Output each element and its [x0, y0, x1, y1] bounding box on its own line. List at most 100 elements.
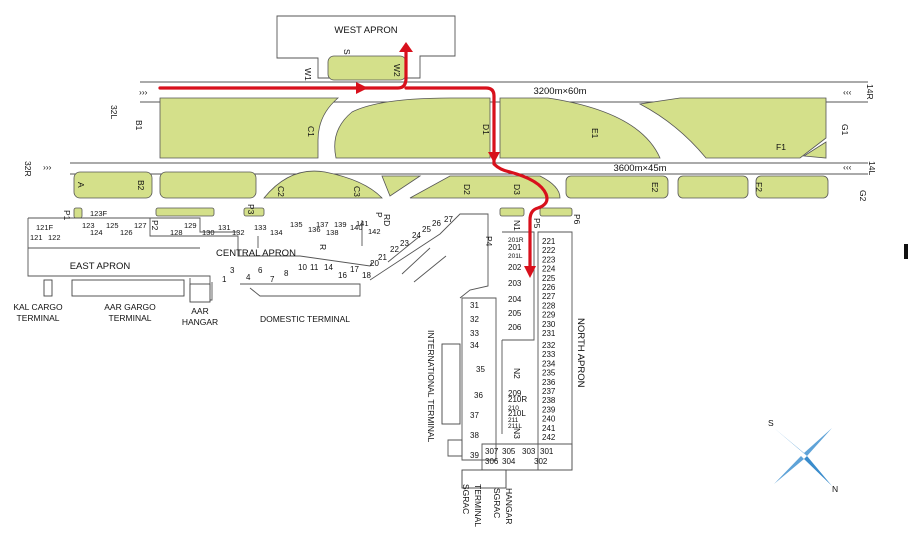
- stand-label: 25: [422, 225, 431, 234]
- taxiway-w2-label: W2: [392, 64, 402, 77]
- stand-label: 139: [334, 220, 347, 229]
- stand-label: 238: [542, 396, 556, 405]
- terminal-buildings: KAL CARGO TERMINAL AAR GARGO TERMINAL AA…: [13, 279, 514, 527]
- stand-label: 6: [258, 266, 263, 275]
- stand-label: 131: [218, 223, 231, 232]
- stand-label: 301: [540, 447, 554, 456]
- stand-label: 26: [432, 219, 441, 228]
- stand-label: 1: [222, 275, 227, 284]
- taxiway-n1-label: N1: [512, 220, 522, 231]
- taxiway-b2-label: B2: [136, 180, 146, 191]
- taxiway-s-label: S: [342, 49, 352, 55]
- stand-label: 138: [326, 228, 339, 237]
- stand-label: 227: [542, 292, 556, 301]
- domestic-terminal-label: DOMESTIC TERMINAL: [260, 314, 350, 324]
- compass-south-label: S: [768, 418, 774, 428]
- west-apron-label: WEST APRON: [334, 25, 397, 36]
- stand-label: 14: [324, 263, 333, 272]
- infield-grass: [159, 97, 827, 159]
- stand-label: 23: [400, 239, 409, 248]
- aar-cargo-label-1: AAR GARGO: [104, 302, 156, 312]
- stand-label: 305: [502, 447, 516, 456]
- stand-label: 22: [390, 245, 399, 254]
- stand-label: 122: [48, 233, 61, 242]
- runway-lower-dimensions: 3600m×45m: [613, 163, 666, 174]
- stand-label: 241: [542, 424, 556, 433]
- stand-label: 209: [508, 389, 522, 398]
- taxiway-f2-label: F2: [754, 182, 764, 192]
- stand-label: 39: [470, 451, 479, 460]
- stand-label: 128: [170, 228, 183, 237]
- stand-label: 16: [338, 271, 347, 280]
- stand-label: 234: [542, 359, 556, 368]
- stand-label: 224: [542, 265, 556, 274]
- stand-label: 306: [485, 457, 499, 466]
- taxiway-p-label: P: [374, 212, 384, 218]
- sgrac-terminal-label-1: SGRAC: [461, 484, 471, 514]
- stand-label: 17: [350, 265, 359, 274]
- taxiway-w1-label: W1: [303, 68, 313, 81]
- stand-label: 223: [542, 255, 556, 264]
- stand-label: 210L: [508, 409, 526, 418]
- taxiway-f1-label: F1: [776, 142, 786, 152]
- stand-label: 134: [270, 228, 283, 237]
- taxiway-d1-label: D1: [481, 124, 491, 135]
- stand-label: 142: [368, 227, 381, 236]
- stand-label: 126: [120, 228, 133, 237]
- stand-label: 229: [542, 311, 556, 320]
- stand-label: 211: [508, 417, 519, 424]
- stand-label: 32: [470, 315, 479, 324]
- aar-hangar-label-2: HANGAR: [182, 317, 218, 327]
- stand-label: 129: [184, 221, 197, 230]
- stand-label: 140: [350, 223, 363, 232]
- east-apron-label: EAST APRON: [70, 261, 131, 272]
- stand-label: 228: [542, 301, 556, 310]
- west-apron: WEST APRON S: [276, 15, 456, 81]
- taxiway-a-label: A: [76, 182, 86, 188]
- stand-label: 133: [254, 223, 267, 232]
- stand-label: 141: [356, 219, 369, 228]
- stand-label: 7: [270, 275, 275, 284]
- stand-label: 37: [470, 411, 479, 420]
- taxiway-c2-label: C2: [276, 186, 286, 197]
- stand-label: 10: [298, 263, 307, 272]
- taxiway-c3-label: C3: [352, 186, 362, 197]
- stand-label: 136: [308, 225, 321, 234]
- runway-14r-arrows: ‹‹‹: [843, 87, 852, 97]
- stand-label: 205: [508, 309, 522, 318]
- stand-label: 21: [378, 253, 387, 262]
- stand-label: 236: [542, 378, 556, 387]
- taxiway-p3-label: P3: [246, 204, 256, 215]
- stand-label: 4: [246, 273, 251, 282]
- stand-label: 302: [534, 457, 548, 466]
- stand-label: 127: [134, 221, 147, 230]
- kal-cargo-label-1: KAL CARGO: [13, 302, 63, 312]
- kal-cargo-label-2: TERMINAL: [17, 313, 60, 323]
- taxiway-d2-label: D2: [462, 184, 472, 195]
- sgrac-hangar-label-1: SGRAC: [492, 488, 502, 518]
- runway-32l-label: 32L: [109, 105, 119, 119]
- aar-hangar-label-1: AAR: [191, 306, 208, 316]
- stand-label: 8: [284, 269, 289, 278]
- sgrac-terminal-label-2: TERMINAL: [473, 484, 483, 527]
- stand-label: 233: [542, 350, 556, 359]
- stand-label: 210R: [508, 395, 527, 404]
- stand-label: 132: [232, 228, 245, 237]
- stand-label: 201: [508, 243, 522, 252]
- taxiway-g2-label: G2: [858, 190, 868, 202]
- stand-label: 210: [508, 405, 519, 412]
- stand-label: 201R: [508, 237, 524, 244]
- taxiway-e2-label: E2: [650, 182, 660, 193]
- stand-label: 20: [370, 259, 379, 268]
- taxiway-rd-label: RD: [382, 214, 392, 226]
- aar-cargo-label-2: TERMINAL: [109, 313, 152, 323]
- taxiway-r-label: R: [318, 244, 328, 250]
- stand-label: 307: [485, 447, 499, 456]
- stand-label: 235: [542, 369, 556, 378]
- stand-label: 121: [30, 233, 43, 242]
- runway-14l-arrows: ‹‹‹: [843, 162, 852, 172]
- taxiway-labels: W1 W2 B1 C1 D1 E1 F1 G1 A B2 C2 C3 D2 D3…: [62, 64, 868, 439]
- south-grass: [73, 170, 829, 219]
- stand-label: 124: [90, 228, 103, 237]
